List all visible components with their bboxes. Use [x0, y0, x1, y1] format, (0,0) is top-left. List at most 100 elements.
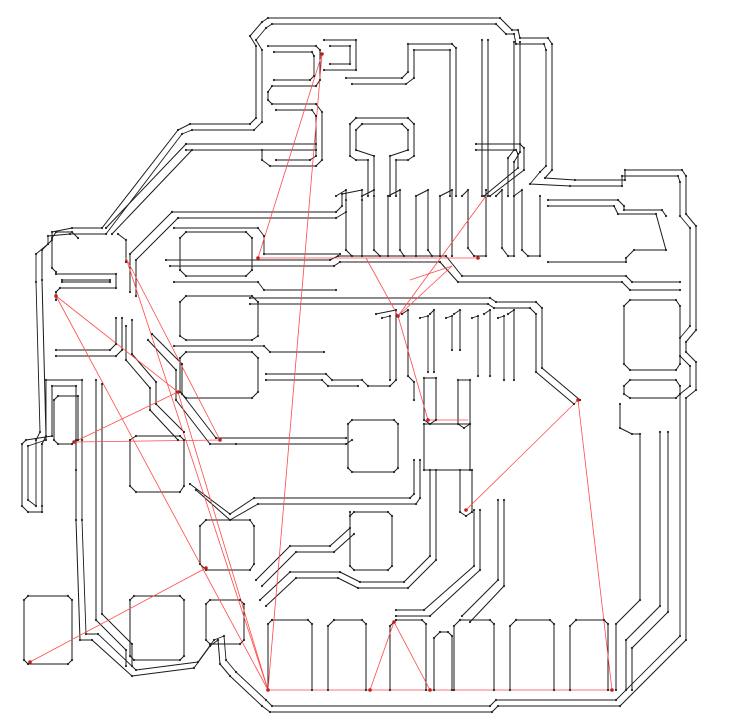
- path-vertex: [104, 226, 108, 230]
- path-vertex: [320, 378, 324, 382]
- path-vertex: [480, 38, 484, 42]
- path-vertex: [50, 434, 54, 438]
- path-vertex: [154, 402, 158, 406]
- path-vertex: [638, 432, 642, 436]
- path-vertex: [684, 396, 688, 400]
- path-vertex: [46, 242, 50, 246]
- path-vertex: [108, 278, 112, 282]
- trace-center-horizontal: [249, 297, 581, 405]
- path-vertex: [426, 188, 430, 192]
- path-vertex: [184, 294, 188, 298]
- path-vertex: [328, 44, 332, 48]
- path-vertex: [354, 38, 358, 42]
- path-vertex: [512, 194, 516, 198]
- path-vertex: [460, 274, 464, 278]
- path-vertex: [272, 50, 276, 54]
- path-vertex: [250, 294, 254, 298]
- path-vertex: [472, 508, 476, 512]
- bottom-pad-6: [509, 619, 555, 691]
- path-vertex: [268, 710, 272, 714]
- path-vertex: [204, 602, 208, 606]
- path-vertex: [620, 184, 624, 188]
- path-vertex: [168, 264, 172, 268]
- path-vertex: [516, 166, 520, 170]
- path-vertex: [534, 312, 538, 316]
- path-vertex: [294, 550, 298, 554]
- path-vertex: [266, 622, 270, 626]
- path-vertex: [312, 54, 316, 58]
- path-vertex: [378, 254, 382, 258]
- outline-outer: [21, 17, 697, 713]
- path-vertex: [54, 298, 58, 302]
- path-vertex: [100, 612, 104, 616]
- path-vertex: [666, 610, 670, 614]
- path-vertex: [130, 642, 134, 646]
- path-vertex: [573, 178, 577, 182]
- path-vertex: [306, 618, 310, 622]
- path-vertex: [270, 84, 274, 88]
- path-vertex: [250, 236, 254, 240]
- path-vertex: [100, 226, 104, 230]
- path-vertex: [514, 42, 518, 46]
- trace-bottom-fan: [255, 511, 355, 587]
- trace-top-bus: [345, 43, 457, 197]
- path-vertex: [438, 254, 442, 258]
- path-vertex: [412, 458, 416, 462]
- path-vertex: [552, 622, 556, 626]
- path-vertex: [74, 384, 78, 388]
- path-vertex: [354, 116, 358, 120]
- path-vertex: [320, 158, 324, 162]
- path-vertex: [350, 254, 354, 258]
- path-vertex: [450, 348, 454, 352]
- path-vertex: [380, 316, 384, 320]
- path-vertex: [352, 532, 356, 536]
- vertex-markers: [20, 16, 698, 714]
- trace-top-loop-a-inner: [274, 51, 317, 161]
- bottom-pad-1: [267, 619, 313, 691]
- path-vertex: [314, 102, 318, 106]
- path-vertex: [404, 82, 408, 86]
- path-vertex: [272, 78, 276, 82]
- path-vertex: [354, 158, 358, 162]
- path-vertex: [348, 122, 352, 126]
- path-vertex: [322, 350, 326, 354]
- path-vertex: [178, 594, 182, 598]
- path-vertex: [264, 698, 268, 702]
- path-vertex: [450, 42, 454, 46]
- rat-node: [28, 660, 32, 664]
- path-vertex: [176, 216, 180, 220]
- path-vertex: [332, 264, 336, 268]
- rat-node: [368, 688, 372, 692]
- path-vertex: [54, 272, 58, 276]
- board-outline: [21, 17, 697, 713]
- path-vertex: [630, 646, 634, 650]
- path-vertex: [386, 194, 390, 198]
- rat-node: [576, 398, 580, 402]
- path-vertex: [628, 288, 632, 292]
- path-vertex: [20, 504, 24, 508]
- path-vertex: [270, 102, 274, 106]
- path-vertex: [52, 398, 56, 402]
- pad-right-mid: [623, 299, 681, 371]
- rat-6: [125, 257, 221, 441]
- path-vertex: [356, 384, 360, 388]
- path-vertex: [114, 342, 118, 346]
- path-vertex: [616, 198, 620, 202]
- path-vertex: [54, 348, 58, 352]
- path-vertex: [426, 314, 430, 318]
- path-vertex: [432, 370, 436, 374]
- path-vertex: [50, 266, 54, 270]
- path-vertex: [678, 384, 682, 388]
- path-vertex: [270, 704, 274, 708]
- path-vertex: [406, 70, 410, 74]
- pad-bottom-square: [199, 519, 255, 571]
- path-vertex: [426, 370, 430, 374]
- path-vertex: [614, 698, 618, 702]
- path-vertex: [482, 312, 486, 316]
- path-vertex: [96, 632, 100, 636]
- path-vertex: [512, 32, 516, 36]
- rat-5: [55, 295, 269, 691]
- path-vertex: [412, 48, 416, 52]
- path-vertex: [492, 688, 496, 692]
- path-vertex: [346, 422, 350, 426]
